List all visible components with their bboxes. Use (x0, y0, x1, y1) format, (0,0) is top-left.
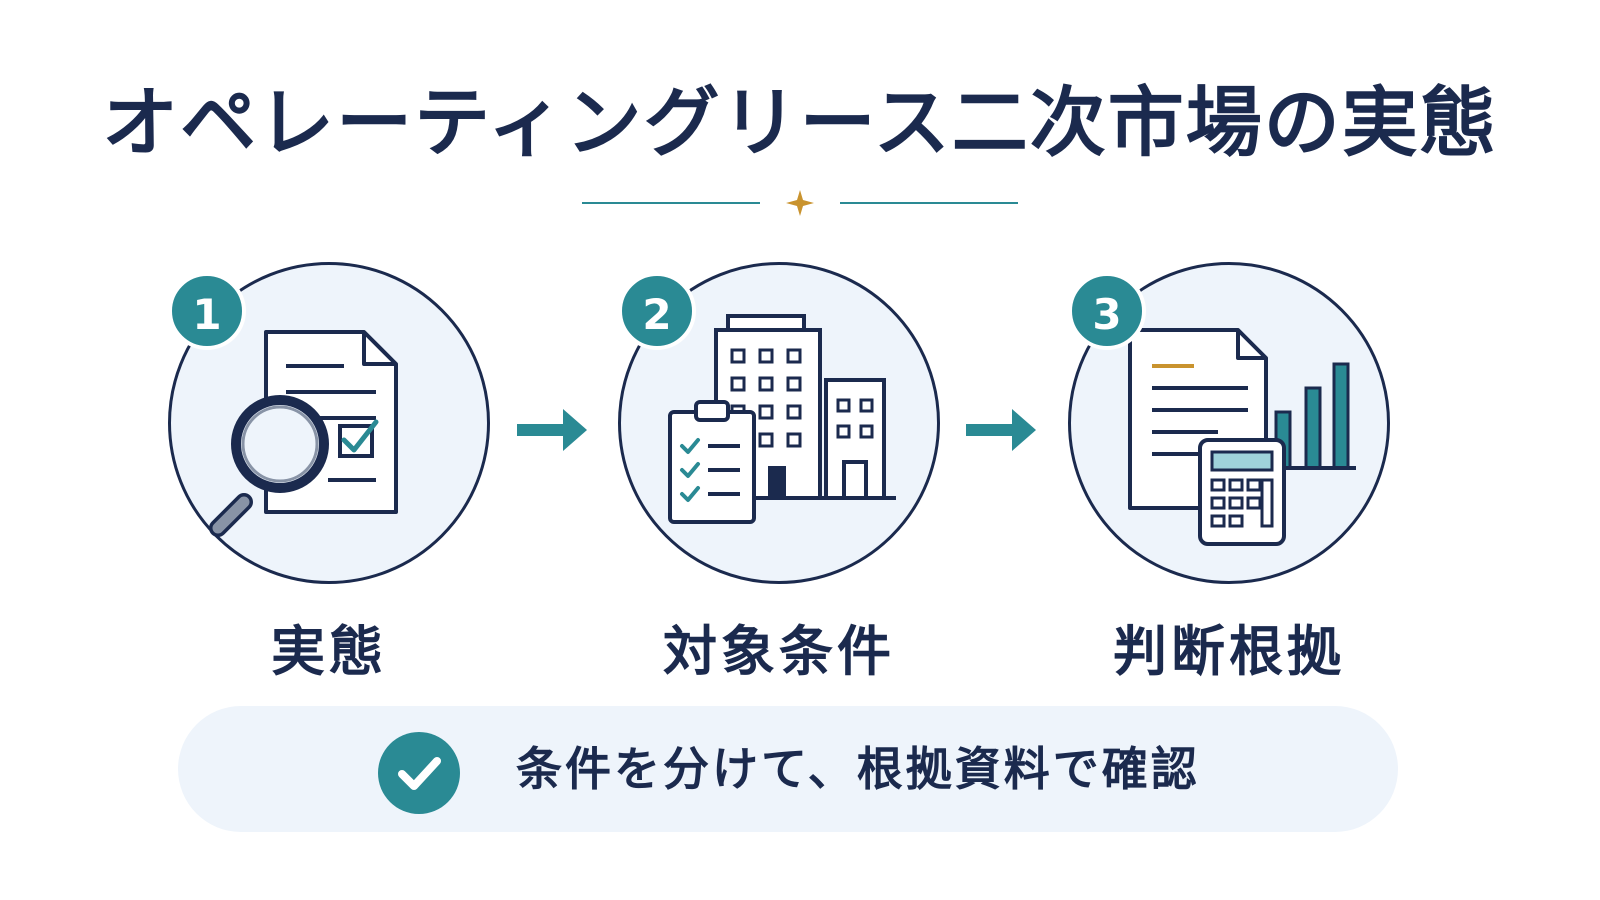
check-circle-icon (378, 732, 460, 814)
sparkle-icon (786, 190, 814, 216)
office-building-icon (668, 314, 896, 524)
arrow-right-icon (966, 409, 1036, 451)
title-divider (0, 188, 1600, 218)
summary-banner: 条件を分けて、根拠資料で確認 (178, 706, 1398, 832)
step-3-label: 判断根拠 (1113, 620, 1345, 683)
step-3: 3 判断根拠 (1068, 262, 1398, 683)
step-1: 1 実態 (168, 262, 498, 683)
report-calculator-icon (1128, 328, 1356, 546)
step-2-number-badge: 2 (618, 272, 696, 350)
step-3-number-badge: 3 (1068, 272, 1146, 350)
document-search-icon (209, 330, 398, 537)
arrow-right-icon (517, 409, 587, 451)
step-1-label: 実態 (271, 620, 387, 683)
summary-text: 条件を分けて、根拠資料で確認 (516, 742, 1200, 796)
step-2: 2 対象条件 (618, 262, 948, 683)
divider-line-right (840, 202, 1018, 204)
step-2-label: 対象条件 (663, 620, 895, 683)
page-title: オペレーティングリース二次市場の実態 (102, 78, 1498, 167)
step-1-number-badge: 1 (168, 272, 246, 350)
divider-line-left (582, 202, 760, 204)
